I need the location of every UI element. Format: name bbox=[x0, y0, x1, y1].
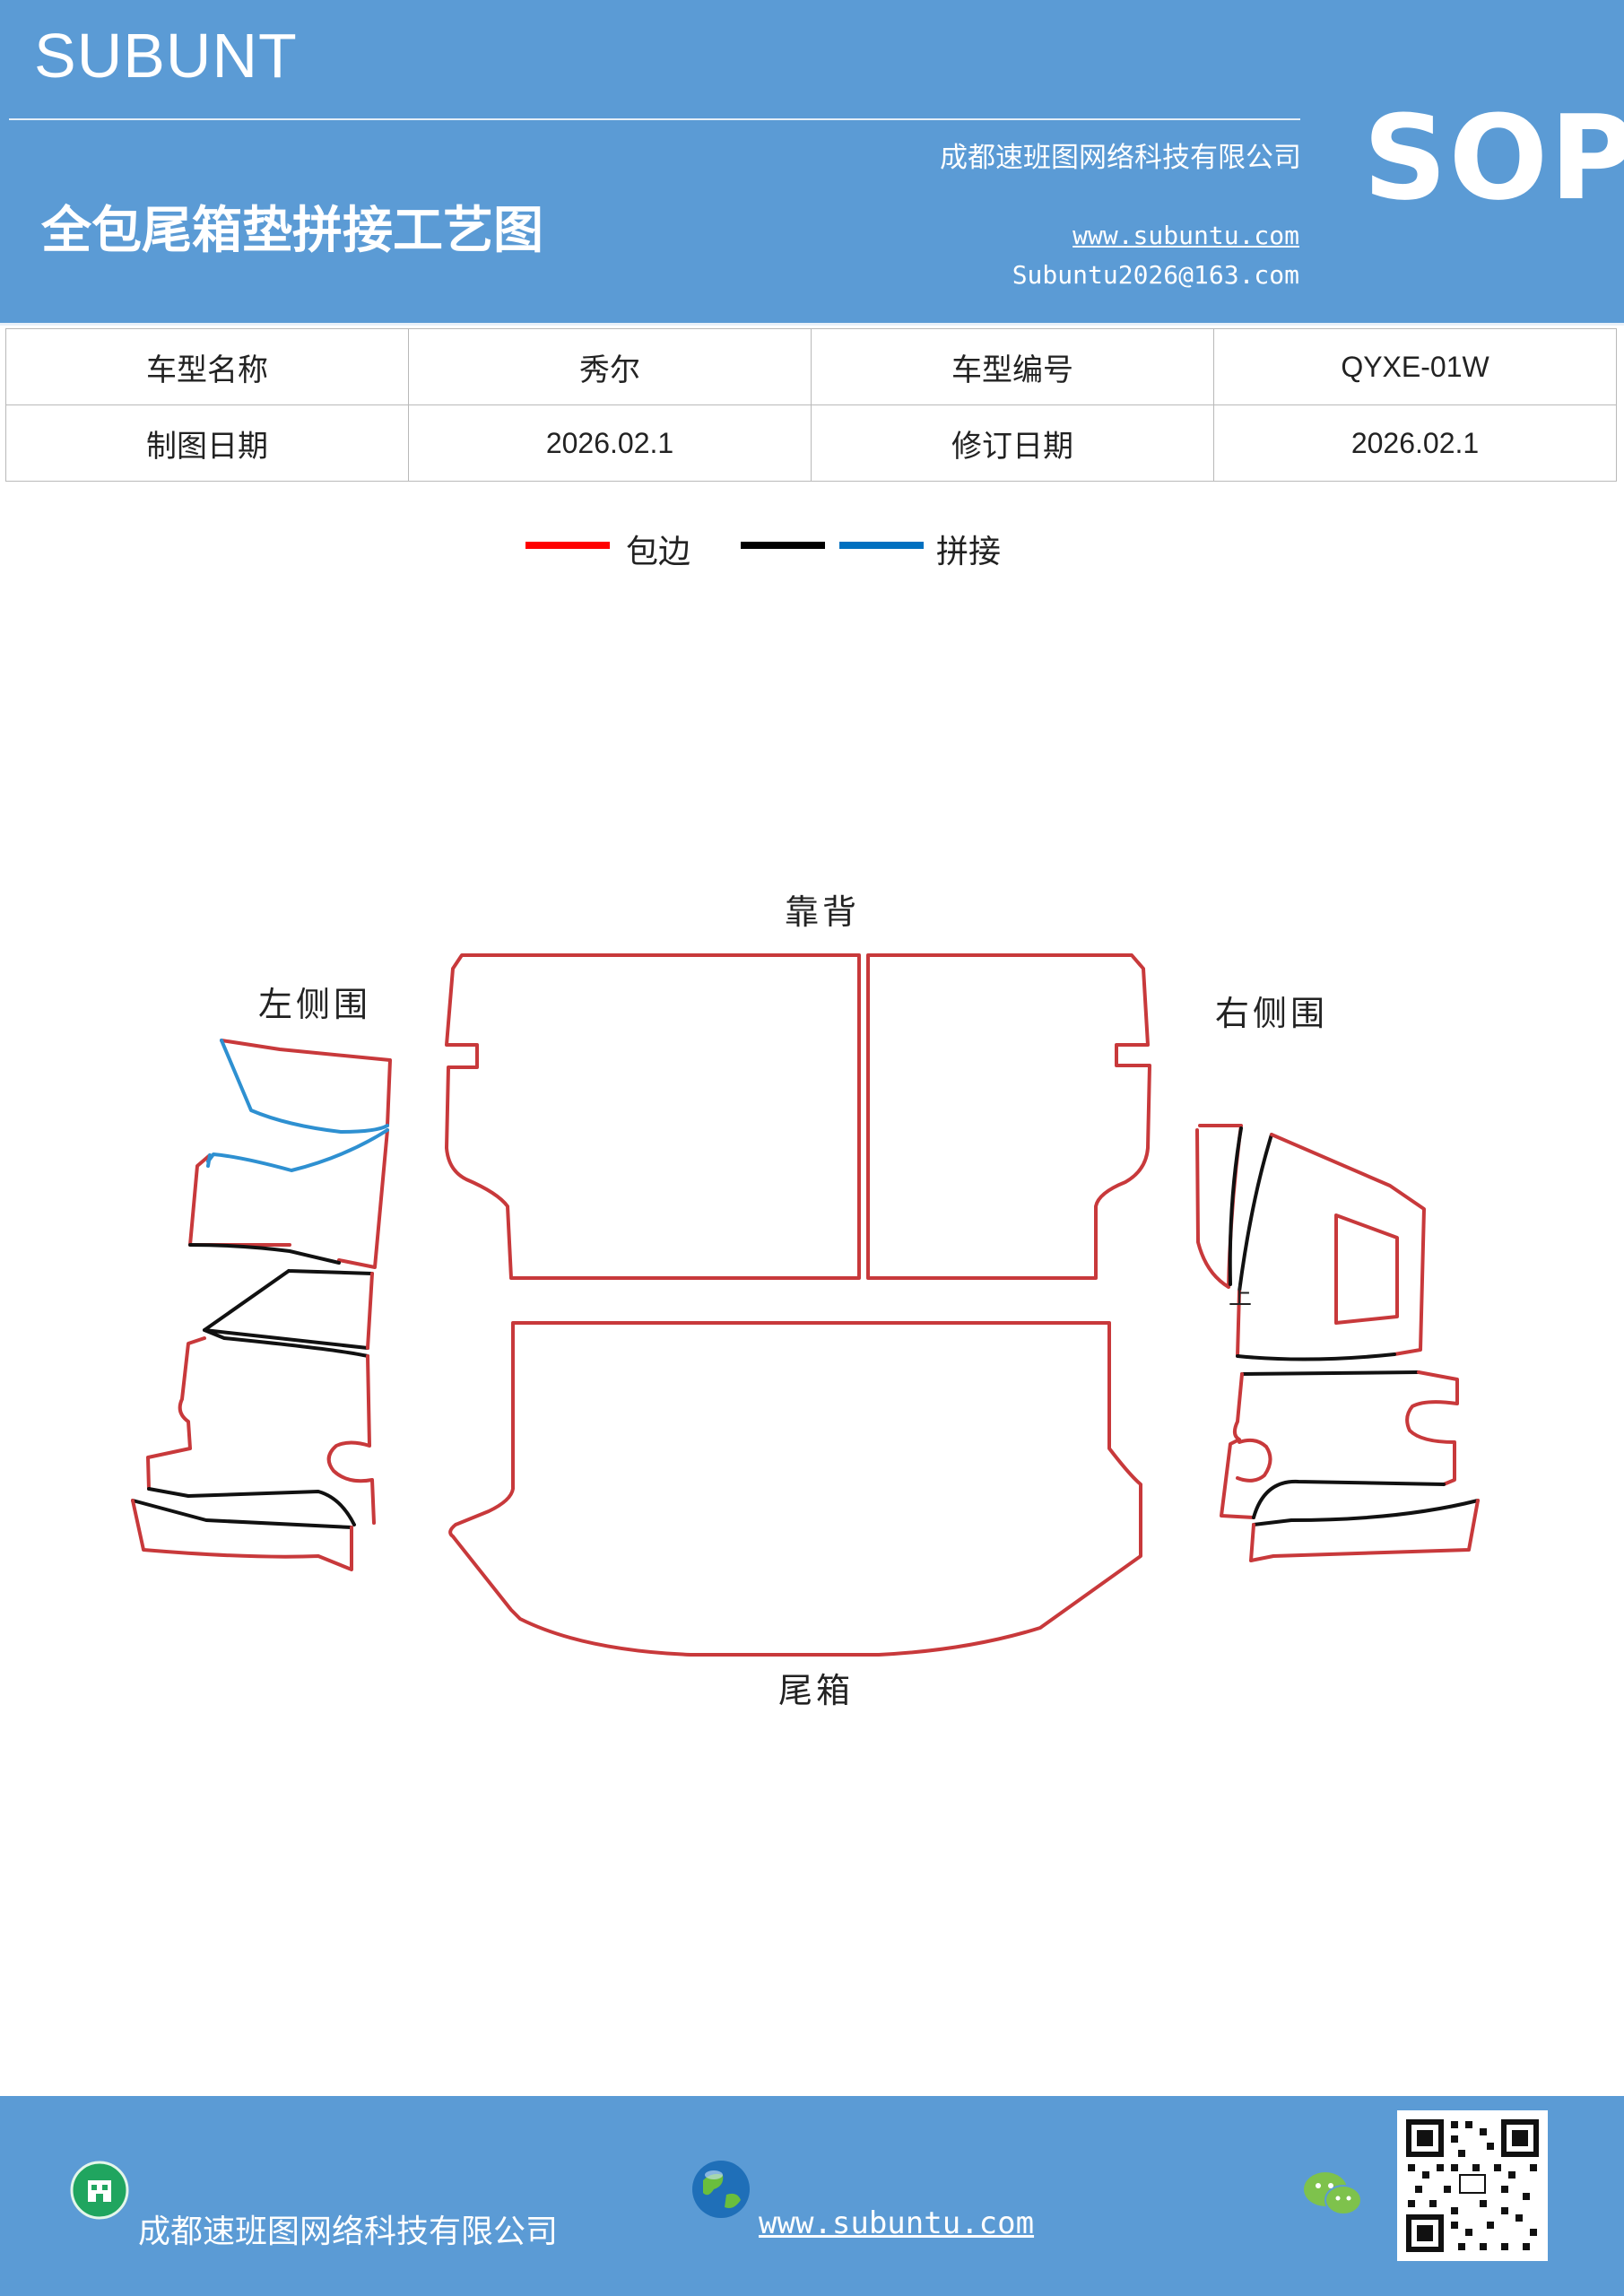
vehicle-info-table: 车型名称 秀尔 车型编号 QYXE-01W 制图日期 2026.02.1 修订日… bbox=[5, 328, 1617, 482]
value-revision-date: 2026.02.1 bbox=[1213, 404, 1617, 482]
company-name: 成都速班图网络科技有限公司 bbox=[940, 142, 1301, 174]
trunk-floor-panel bbox=[448, 1321, 1142, 1657]
label-model-code: 车型编号 bbox=[811, 328, 1214, 405]
legend-swatch-black bbox=[741, 542, 825, 549]
value-model-code: QYXE-01W bbox=[1213, 328, 1617, 405]
header-banner: SUBUNT 成都速班图网络科技有限公司 全包尾箱垫拼接工艺图 www.subu… bbox=[0, 0, 1624, 326]
legend: 包边 拼接 bbox=[0, 526, 1624, 570]
qr-code bbox=[1397, 2110, 1548, 2261]
label-right-side: 右侧围 bbox=[1215, 994, 1328, 1033]
document-title: 全包尾箱垫拼接工艺图 bbox=[41, 202, 543, 260]
backrest-panels bbox=[445, 953, 1151, 1280]
left-side-panels bbox=[131, 1039, 392, 1571]
label-model-name: 车型名称 bbox=[5, 328, 409, 405]
value-drawing-date: 2026.02.1 bbox=[408, 404, 812, 482]
label-revision-date: 修订日期 bbox=[811, 404, 1214, 482]
label-backrest: 靠背 bbox=[785, 892, 860, 932]
table-row: 车型名称 秀尔 车型编号 QYXE-01W bbox=[5, 328, 1617, 405]
wechat-icon bbox=[1304, 2172, 1362, 2215]
legend-label-splice: 拼接 bbox=[936, 534, 1002, 570]
trunk-mat-diagram: 靠背 左侧围 右侧围 尾箱 上 bbox=[131, 892, 1480, 1710]
footer-website-link[interactable]: www.subuntu.com bbox=[759, 2205, 1035, 2241]
sop-badge: SOP bbox=[1363, 90, 1624, 226]
footer-banner: 成都速班图网络科技有限公司 www.subuntu.com bbox=[0, 2096, 1624, 2296]
backrest-left-panel bbox=[445, 953, 861, 1280]
backrest-right-panel bbox=[866, 953, 1151, 1280]
label-drawing-date: 制图日期 bbox=[5, 404, 409, 482]
label-trunk: 尾箱 bbox=[778, 1671, 854, 1710]
footer-company-name: 成都速班图网络科技有限公司 bbox=[138, 2213, 559, 2250]
legend-label-binding: 包边 bbox=[626, 534, 691, 570]
website-link[interactable]: www.subuntu.com bbox=[1073, 221, 1299, 250]
brand-name: SUBUNT bbox=[34, 21, 298, 91]
legend-swatch-blue bbox=[839, 542, 924, 549]
table-row: 制图日期 2026.02.1 修订日期 2026.02.1 bbox=[5, 404, 1617, 482]
label-up-mark: 上 bbox=[1229, 1283, 1255, 1310]
value-model-name: 秀尔 bbox=[408, 328, 812, 405]
header-divider bbox=[9, 118, 1300, 120]
label-left-side: 左侧围 bbox=[258, 985, 371, 1024]
contact-email: Subuntu2026@163.com bbox=[1012, 260, 1299, 290]
legend-swatch-red bbox=[525, 542, 610, 549]
globe-icon bbox=[692, 2161, 750, 2218]
right-side-panels bbox=[1195, 1124, 1480, 1562]
building-icon bbox=[70, 2161, 129, 2220]
